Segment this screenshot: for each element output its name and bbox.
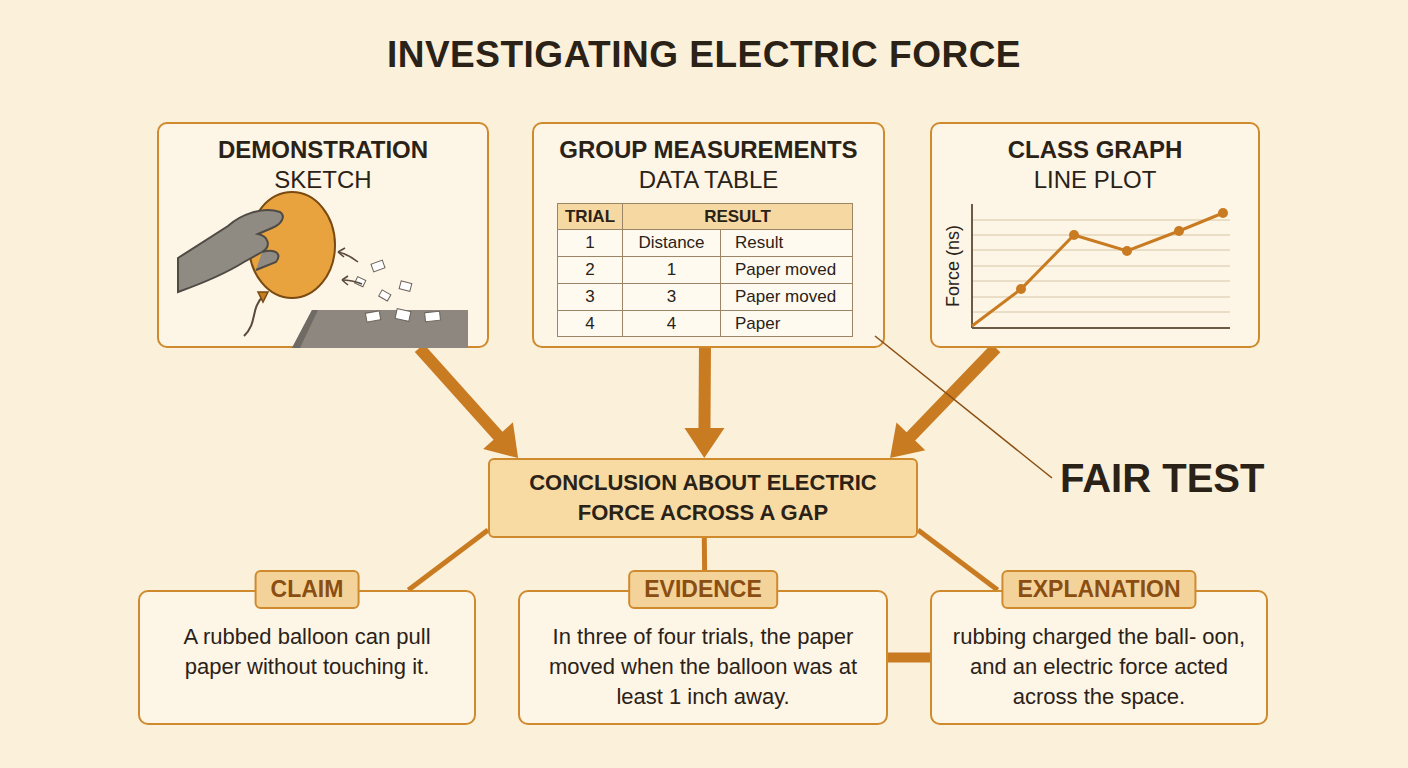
- table-cell: 3: [622, 283, 721, 311]
- table-cell: 2: [557, 256, 623, 284]
- conclusion-text: CONCLUSION ABOUT ELECTRIC FORCE ACROSS A…: [502, 468, 904, 528]
- axis-label: Force (ns): [943, 211, 967, 321]
- section-tab: CLAIM: [255, 570, 360, 609]
- panel-subtitle: DATA TABLE: [534, 166, 883, 194]
- table-cell: 4: [557, 310, 623, 337]
- table-cell: 3: [557, 283, 623, 311]
- panel-box: CLASS GRAPHLINE PLOT: [930, 122, 1260, 348]
- connector-stroke: [698, 348, 711, 430]
- connector-stroke: [408, 530, 488, 590]
- arrow-head: [483, 422, 518, 458]
- table-header: TRIAL: [557, 203, 623, 230]
- conclusion-box: CONCLUSION ABOUT ELECTRIC FORCE ACROSS A…: [488, 458, 918, 538]
- flow-arrow: [684, 348, 724, 458]
- table-cell: Paper moved: [720, 256, 853, 284]
- table-cell: Paper moved: [720, 283, 853, 311]
- panel-heading: GROUP MEASUREMENTS: [534, 136, 883, 164]
- arrow-head: [684, 428, 724, 458]
- panel-box: EXPLANATIONrubbing charged the ball- oon…: [930, 590, 1268, 725]
- body-text: rubbing charged the ball- oon, and an el…: [946, 622, 1252, 712]
- panel-box: EVIDENCEIn three of four trials, the pap…: [518, 590, 888, 725]
- table-cell: Paper: [720, 310, 853, 337]
- connector-line: [408, 530, 488, 590]
- callout-label: FAIR TEST: [1060, 456, 1280, 508]
- flow-arrow: [890, 348, 996, 458]
- table-cell: 4: [622, 310, 721, 337]
- leader-line: [875, 336, 1052, 478]
- connector-line: [918, 530, 998, 590]
- connector-line: [888, 657, 930, 658]
- arrow-head: [890, 423, 925, 458]
- panel-box: CLAIMA rubbed balloon can pull paper wit…: [138, 590, 476, 725]
- table-cell: Distance: [622, 229, 721, 257]
- panel-box: DEMONSTRATIONSKETCH: [157, 122, 489, 348]
- connector-stroke: [909, 348, 996, 438]
- table-cell: 1: [557, 229, 623, 257]
- connector-stroke: [918, 530, 998, 590]
- connector-stroke: [888, 653, 930, 663]
- flow-arrow: [419, 348, 518, 458]
- table-cell: 1: [622, 256, 721, 284]
- diagram-title: INVESTIGATING ELECTRIC FORCE: [0, 34, 1408, 76]
- table-cell: Result: [720, 229, 853, 257]
- body-text: In three of four trials, the paper moved…: [534, 622, 872, 712]
- panel-subtitle: SKETCH: [159, 166, 487, 194]
- body-text: A rubbed balloon can pull paper without …: [154, 622, 460, 682]
- section-tab: EXPLANATION: [1001, 570, 1196, 609]
- connector-stroke: [419, 348, 499, 437]
- table-header: RESULT: [622, 203, 853, 230]
- panel-heading: CLASS GRAPH: [932, 136, 1258, 164]
- panel-heading: DEMONSTRATION: [159, 136, 487, 164]
- panel-subtitle: LINE PLOT: [932, 166, 1258, 194]
- section-tab: EVIDENCE: [628, 570, 778, 609]
